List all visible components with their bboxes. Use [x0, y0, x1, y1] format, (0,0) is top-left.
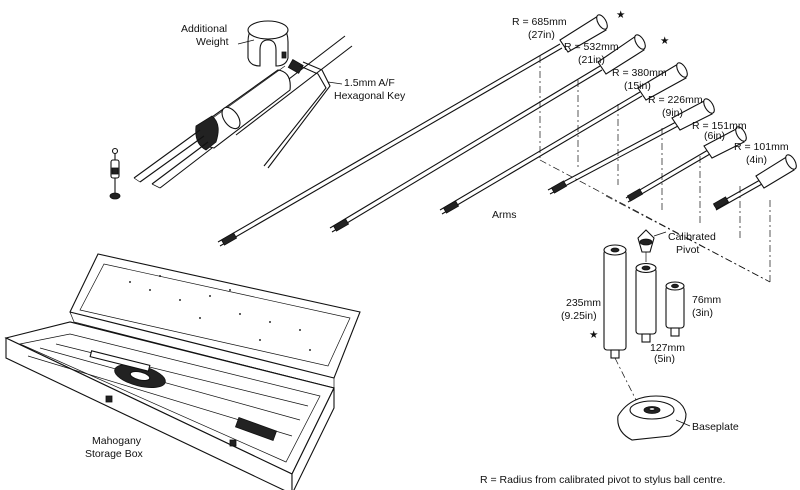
arms-group: [217, 14, 797, 247]
pillar-127-imperial: (5in): [654, 353, 675, 365]
storage-box: [4, 253, 361, 490]
arm-380: [439, 62, 688, 215]
arm-151-imperial: (6in): [704, 130, 725, 142]
arm-226-radius: R = 226mm: [648, 94, 703, 106]
arm-151-radius: R = 151mm: [692, 120, 747, 132]
footnote: R = Radius from calibrated pivot to styl…: [480, 474, 725, 486]
arm-226: [547, 98, 715, 195]
arm-radius-labels: R = 685mm (27in) ★ R = 532mm (21in) ★ R …: [512, 9, 789, 166]
arm-101: [712, 154, 797, 211]
arm-380-radius: R = 380mm: [612, 67, 667, 79]
label-calibrated-pivot: Calibrated Pivot: [668, 231, 716, 256]
arm-685-star: ★: [616, 9, 626, 21]
pillar-labels: 235mm (9.25in) ★ 127mm (5in) 76mm (3in): [561, 294, 721, 365]
small-stylus-part: [109, 147, 121, 200]
arm-380-imperial: (15in): [624, 80, 651, 92]
storage-box-label-line2: Storage Box: [85, 448, 144, 460]
pivot-label-line1: Calibrated: [668, 231, 716, 243]
arm-685-imperial: (27in): [528, 29, 555, 41]
label-storage-box: Mahogany Storage Box: [85, 435, 144, 460]
baseplate-label: Baseplate: [692, 421, 739, 433]
arm-685-radius: R = 685mm: [512, 16, 567, 28]
hex-key-label-line1: 1.5mm A/F: [344, 77, 395, 89]
arm-532-star: ★: [660, 35, 670, 47]
pillar-235-size: 235mm: [566, 297, 601, 309]
arm-101-imperial: (4in): [746, 154, 767, 166]
lid-lining-texture: [129, 275, 311, 351]
radius-construction-lines: [539, 56, 771, 283]
arm-226-imperial: (9in): [662, 107, 683, 119]
arm-532-imperial: (21in): [578, 54, 605, 66]
pillar-76-size: 76mm: [692, 294, 721, 306]
pillar-127mm: [635, 262, 657, 343]
weight-label-line1: Additional: [181, 23, 227, 35]
hex-key-label-line2: Hexagonal Key: [334, 90, 406, 102]
calibrated-pivot: [637, 229, 667, 262]
hex-key-leader: [327, 81, 343, 85]
pillar-76-imperial: (3in): [692, 307, 713, 319]
pillar-235-star: ★: [589, 329, 599, 341]
pillar-127-size: 127mm: [650, 342, 685, 354]
pillar-235mm: [603, 244, 627, 359]
stylus-holder-assembly: [133, 35, 353, 189]
pivot-label-line2: Pivot: [676, 244, 699, 256]
weight-label-line2: Weight: [196, 36, 229, 48]
storage-box-label-line1: Mahogany: [92, 435, 142, 447]
arm-532: [329, 34, 646, 233]
arm-532-radius: R = 532mm: [564, 41, 619, 53]
hexagonal-key: [263, 58, 331, 169]
weight-leader: [237, 39, 255, 45]
arm-101-radius: R = 101mm: [734, 141, 789, 153]
additional-weight: [247, 20, 289, 67]
label-hex-key: 1.5mm A/F Hexagonal Key: [334, 77, 406, 102]
pillar-alignment-line: [614, 357, 639, 405]
arms-label: Arms: [492, 209, 517, 221]
pillar-235-imperial: (9.25in): [561, 310, 597, 322]
label-additional-weight: Additional Weight: [181, 23, 229, 48]
pillar-76mm: [665, 281, 685, 337]
arm-151: [625, 126, 747, 203]
baseplate: [617, 395, 691, 441]
arm-685: [217, 14, 608, 247]
